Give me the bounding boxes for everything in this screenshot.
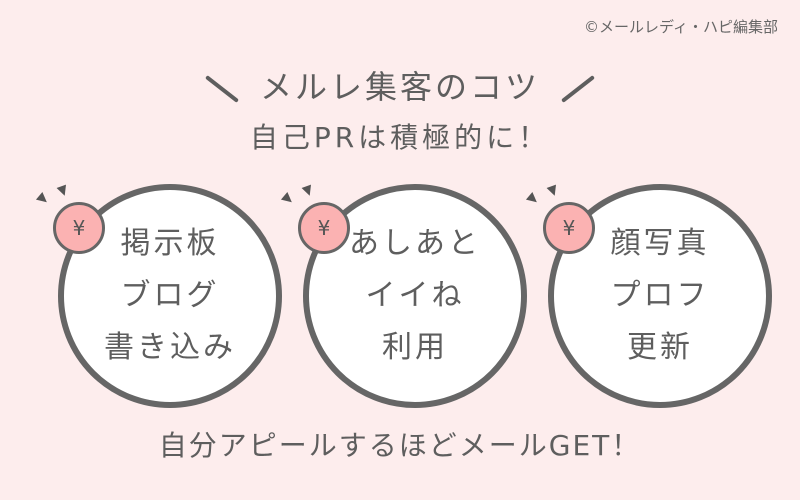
tip-circle-bulletin-board: 掲示板 ブログ 書き込み [58,184,282,408]
tip-line: 利用 [382,330,448,365]
yen-coin-icon: ¥ [53,202,105,254]
tip-line: 書き込み [104,330,236,365]
tip-line: 更新 [627,330,693,365]
tip-line: 掲示板 [120,226,220,261]
tip-line: イイね [365,278,465,313]
tip-line: あしあと [349,226,481,261]
sparkle-tick-icon [56,184,70,198]
copyright-credit: ©メールレディ・ハピ編集部 [584,18,778,36]
tip-line: ブログ [120,278,220,313]
tip-line: 顔写真 [610,226,710,261]
right-slash-decoration [561,75,595,103]
sparkle-tick-icon [525,191,541,207]
sparkle-tick-icon [35,191,51,207]
yen-coin-icon: ¥ [543,202,595,254]
footer-message: 自分アピールするほどメールGET！ [158,429,642,462]
sparkle-tick-icon [546,184,560,198]
title-text: メルレ集客のコツ [259,68,540,106]
sparkle-tick-icon [280,191,296,207]
yen-coin-icon: ¥ [298,202,350,254]
page-title: メルレ集客のコツ [0,62,800,108]
tip-line: プロフ [610,278,710,313]
subtitle: 自己PRは積極的に！ [249,121,551,154]
left-slash-decoration [204,75,239,103]
sparkle-tick-icon [301,184,315,198]
